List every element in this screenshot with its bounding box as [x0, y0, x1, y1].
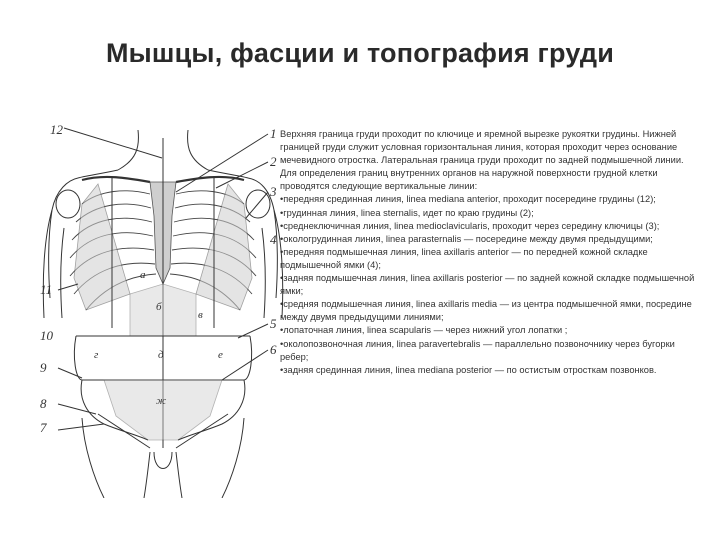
shoulder-outline [77, 169, 249, 179]
paragraph-borders: Верхняя граница груди проходит по ключиц… [280, 129, 684, 166]
inguinal-right [175, 413, 229, 449]
left-chest-region [73, 183, 131, 311]
label-4: 4 [270, 232, 277, 247]
right-clavicle [175, 175, 245, 184]
label-zh: ж [156, 395, 167, 407]
label-9: 9 [40, 360, 47, 375]
label-8: 8 [40, 396, 47, 411]
right-humerus-head [245, 189, 271, 219]
list-item: •околопозвоночная линия, linea paraverte… [280, 338, 675, 362]
list-item: •среднеключичная линия, linea medioclavi… [280, 220, 660, 231]
pointer-lines [57, 127, 269, 431]
label-b: б [156, 301, 162, 313]
list-item: •передняя подмышечная линия, linea axill… [280, 246, 648, 270]
genital [153, 451, 173, 469]
iliac-crest-right [177, 379, 246, 441]
list-item: •окологрудинная линия, linea parasternal… [280, 233, 653, 244]
label-3: 3 [269, 184, 277, 199]
list-item: •передняя срединная линия, linea mediana… [280, 194, 656, 205]
inguinal-left [97, 413, 151, 449]
paragraph-lines-intro: Для определения границ внутренних органо… [280, 168, 658, 192]
label-2: 2 [270, 154, 277, 169]
right-thigh [175, 417, 245, 498]
neck-outline [117, 129, 209, 171]
label-11: 11 [40, 282, 52, 297]
right-arm [261, 209, 284, 319]
list-item: •лопаточная линия, linea scapularis — че… [280, 325, 568, 336]
left-humerus-head [55, 189, 81, 219]
anatomy-figure: 12 1 2 3 4 5 6 7 8 9 10 11 а б в г д е ж [40, 122, 284, 498]
abdomen-left [73, 335, 83, 381]
label-d: д [158, 349, 164, 361]
list-item: •грудинная линия, linea sternalis, идет … [280, 207, 534, 218]
epigastric-region [129, 283, 197, 337]
right-chest-region [195, 183, 253, 311]
label-g: г [94, 349, 99, 361]
left-clavicle [81, 175, 151, 184]
abdomen-right [243, 335, 253, 381]
label-10: 10 [40, 328, 54, 343]
slide-title: Мышцы, фасции и топография груди [105, 38, 615, 68]
label-1: 1 [270, 126, 277, 141]
label-7: 7 [40, 420, 47, 435]
list-item: •задняя подмышечная линия, linea axillar… [280, 273, 695, 297]
label-5: 5 [270, 316, 277, 331]
text-column: Верхняя граница груди проходит по ключиц… [280, 128, 695, 377]
label-12: 12 [50, 122, 64, 137]
label-a: а [140, 269, 146, 281]
label-6: 6 [270, 342, 277, 357]
left-arm [42, 209, 65, 319]
label-v: в [198, 309, 203, 321]
label-e: е [218, 349, 223, 361]
list-item: •задняя срединная линия, linea mediana p… [280, 364, 657, 375]
list-item: •средняя подмышечная линия, linea axilla… [280, 299, 692, 323]
